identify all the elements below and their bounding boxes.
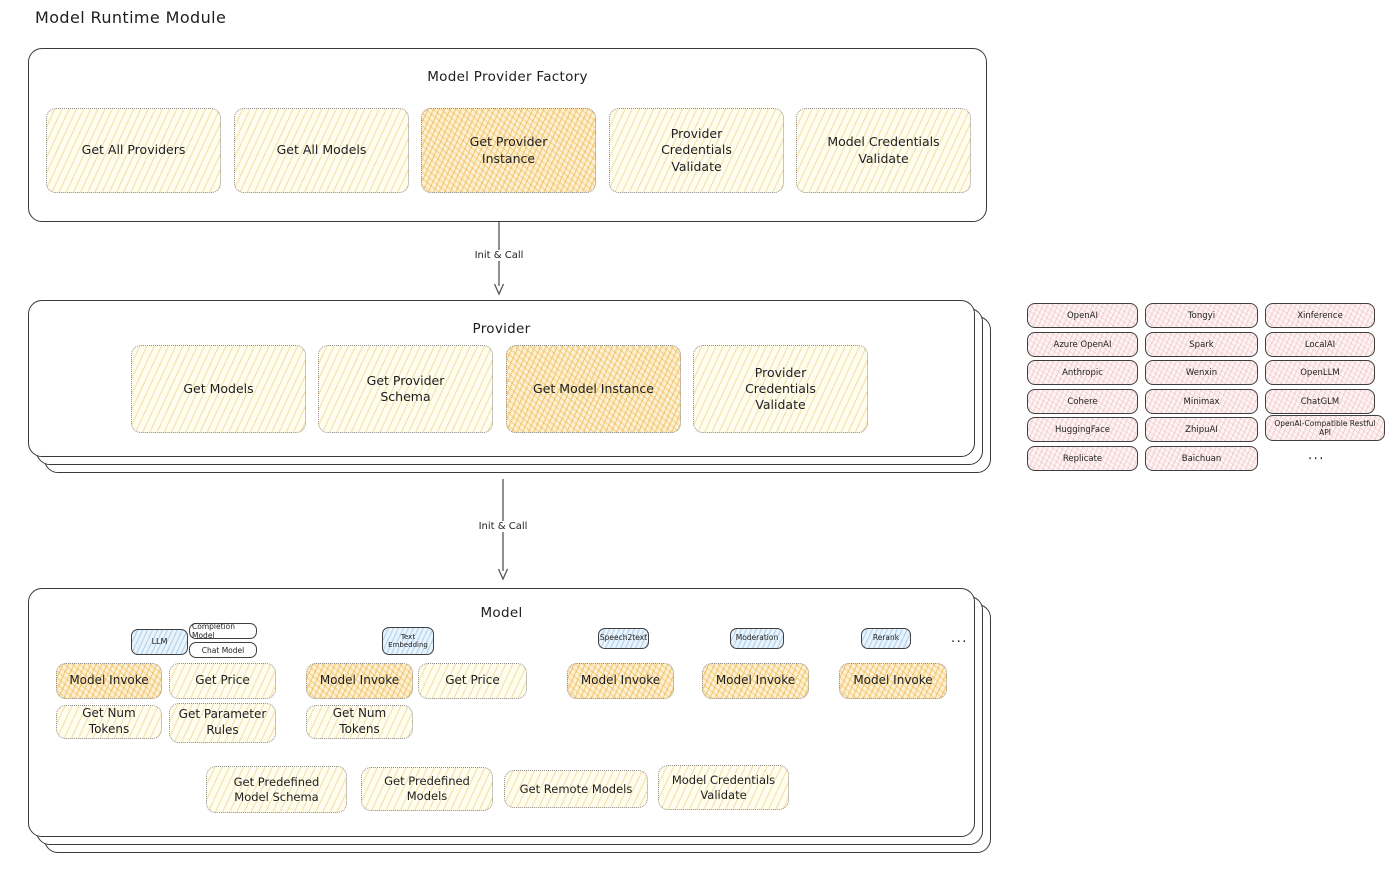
provider-button-get-models: Get Models [131,345,306,433]
get-predefined-models-button: Get Predefined Models [361,767,493,811]
factory-button-get-all-providers: Get All Providers [46,108,221,193]
model-invoke-button-llm: Model Invoke [56,663,162,699]
provider-chip-localai: LocalAI [1265,332,1375,357]
completion-model-badge: Completion Model [189,622,257,640]
get-parameter-rules-button: Get Parameter Rules [169,703,276,743]
provider-button-get-provider-schema: Get Provider Schema [318,345,493,433]
get-remote-models-button: Get Remote Models [504,770,648,808]
factory-button-model-credentials-validate: Model Credentials Validate [796,108,971,193]
provider-chip-zhipuai: ZhipuAI [1145,417,1258,442]
provider-chip-tongyi: Tongyi [1145,303,1258,328]
text-embedding-badge: Text Embedding [382,627,434,655]
provider-chip-anthropic: Anthropic [1027,360,1138,385]
provider-chip-huggingface: HuggingFace [1027,417,1138,442]
provider-chip-chatglm: ChatGLM [1265,389,1375,414]
model-invoke-button-speech2text: Model Invoke [567,663,674,699]
provider-chip-azure-openai: Azure OpenAI [1027,332,1138,357]
speech2text-badge: Speech2text [598,628,649,649]
moderation-badge: Moderation [730,628,784,649]
model-badges-more-ellipsis: ... [951,631,968,646]
model-invoke-button-moderation: Model Invoke [702,663,809,699]
provider-chip-minimax: Minimax [1145,389,1258,414]
provider-chip-replicate: Replicate [1027,446,1138,471]
get-price-button-llm: Get Price [169,663,276,699]
factory-button-get-all-models: Get All Models [234,108,409,193]
rerank-badge: Rerank [861,628,911,649]
llm-badge: LLM [131,629,188,655]
model-title: Model [480,605,523,621]
provider-chip-openai-compatible-restful-api: OpenAI-Compatible Restful API [1265,415,1385,441]
arrow-label-init-call-1: Init & Call [469,250,529,261]
model-credentials-validate-button: Model Credentials Validate [658,765,789,810]
provider-title: Provider [472,321,531,337]
arrow-label-init-call-2: Init & Call [473,521,533,532]
provider-chip-wenxin: Wenxin [1145,360,1258,385]
get-num-tokens-button-text-embedding: Get Num Tokens [306,705,413,739]
provider-chip-openllm: OpenLLM [1265,360,1375,385]
provider-button-get-model-instance: Get Model Instance [506,345,681,433]
model-invoke-button-text-embedding: Model Invoke [306,663,413,699]
provider-box: Provider Get Models Get Provider Schema … [28,300,975,457]
diagram-title: Model Runtime Module [35,8,227,27]
provider-list-more-ellipsis: ... [1308,448,1325,463]
provider-button-provider-credentials-validate: Provider Credentials Validate [693,345,868,433]
factory-title: Model Provider Factory [427,69,588,85]
provider-chip-xinference: Xinference [1265,303,1375,328]
provider-chip-baichuan: Baichuan [1145,446,1258,471]
factory-box: Model Provider Factory Get All Providers… [28,48,987,222]
factory-button-provider-credentials-validate: Provider Credentials Validate [609,108,784,193]
model-box: Model LLM Completion Model Chat Model Te… [28,588,975,837]
get-price-button-text-embedding: Get Price [418,663,527,699]
provider-chip-openai: OpenAI [1027,303,1138,328]
provider-chip-spark: Spark [1145,332,1258,357]
get-predefined-model-schema-button: Get Predefined Model Schema [206,766,347,813]
provider-chip-cohere: Cohere [1027,389,1138,414]
chat-model-badge: Chat Model [189,642,257,658]
model-invoke-button-rerank: Model Invoke [839,663,947,699]
get-num-tokens-button-llm: Get Num Tokens [56,705,162,739]
factory-button-get-provider-instance: Get Provider Instance [421,108,596,193]
